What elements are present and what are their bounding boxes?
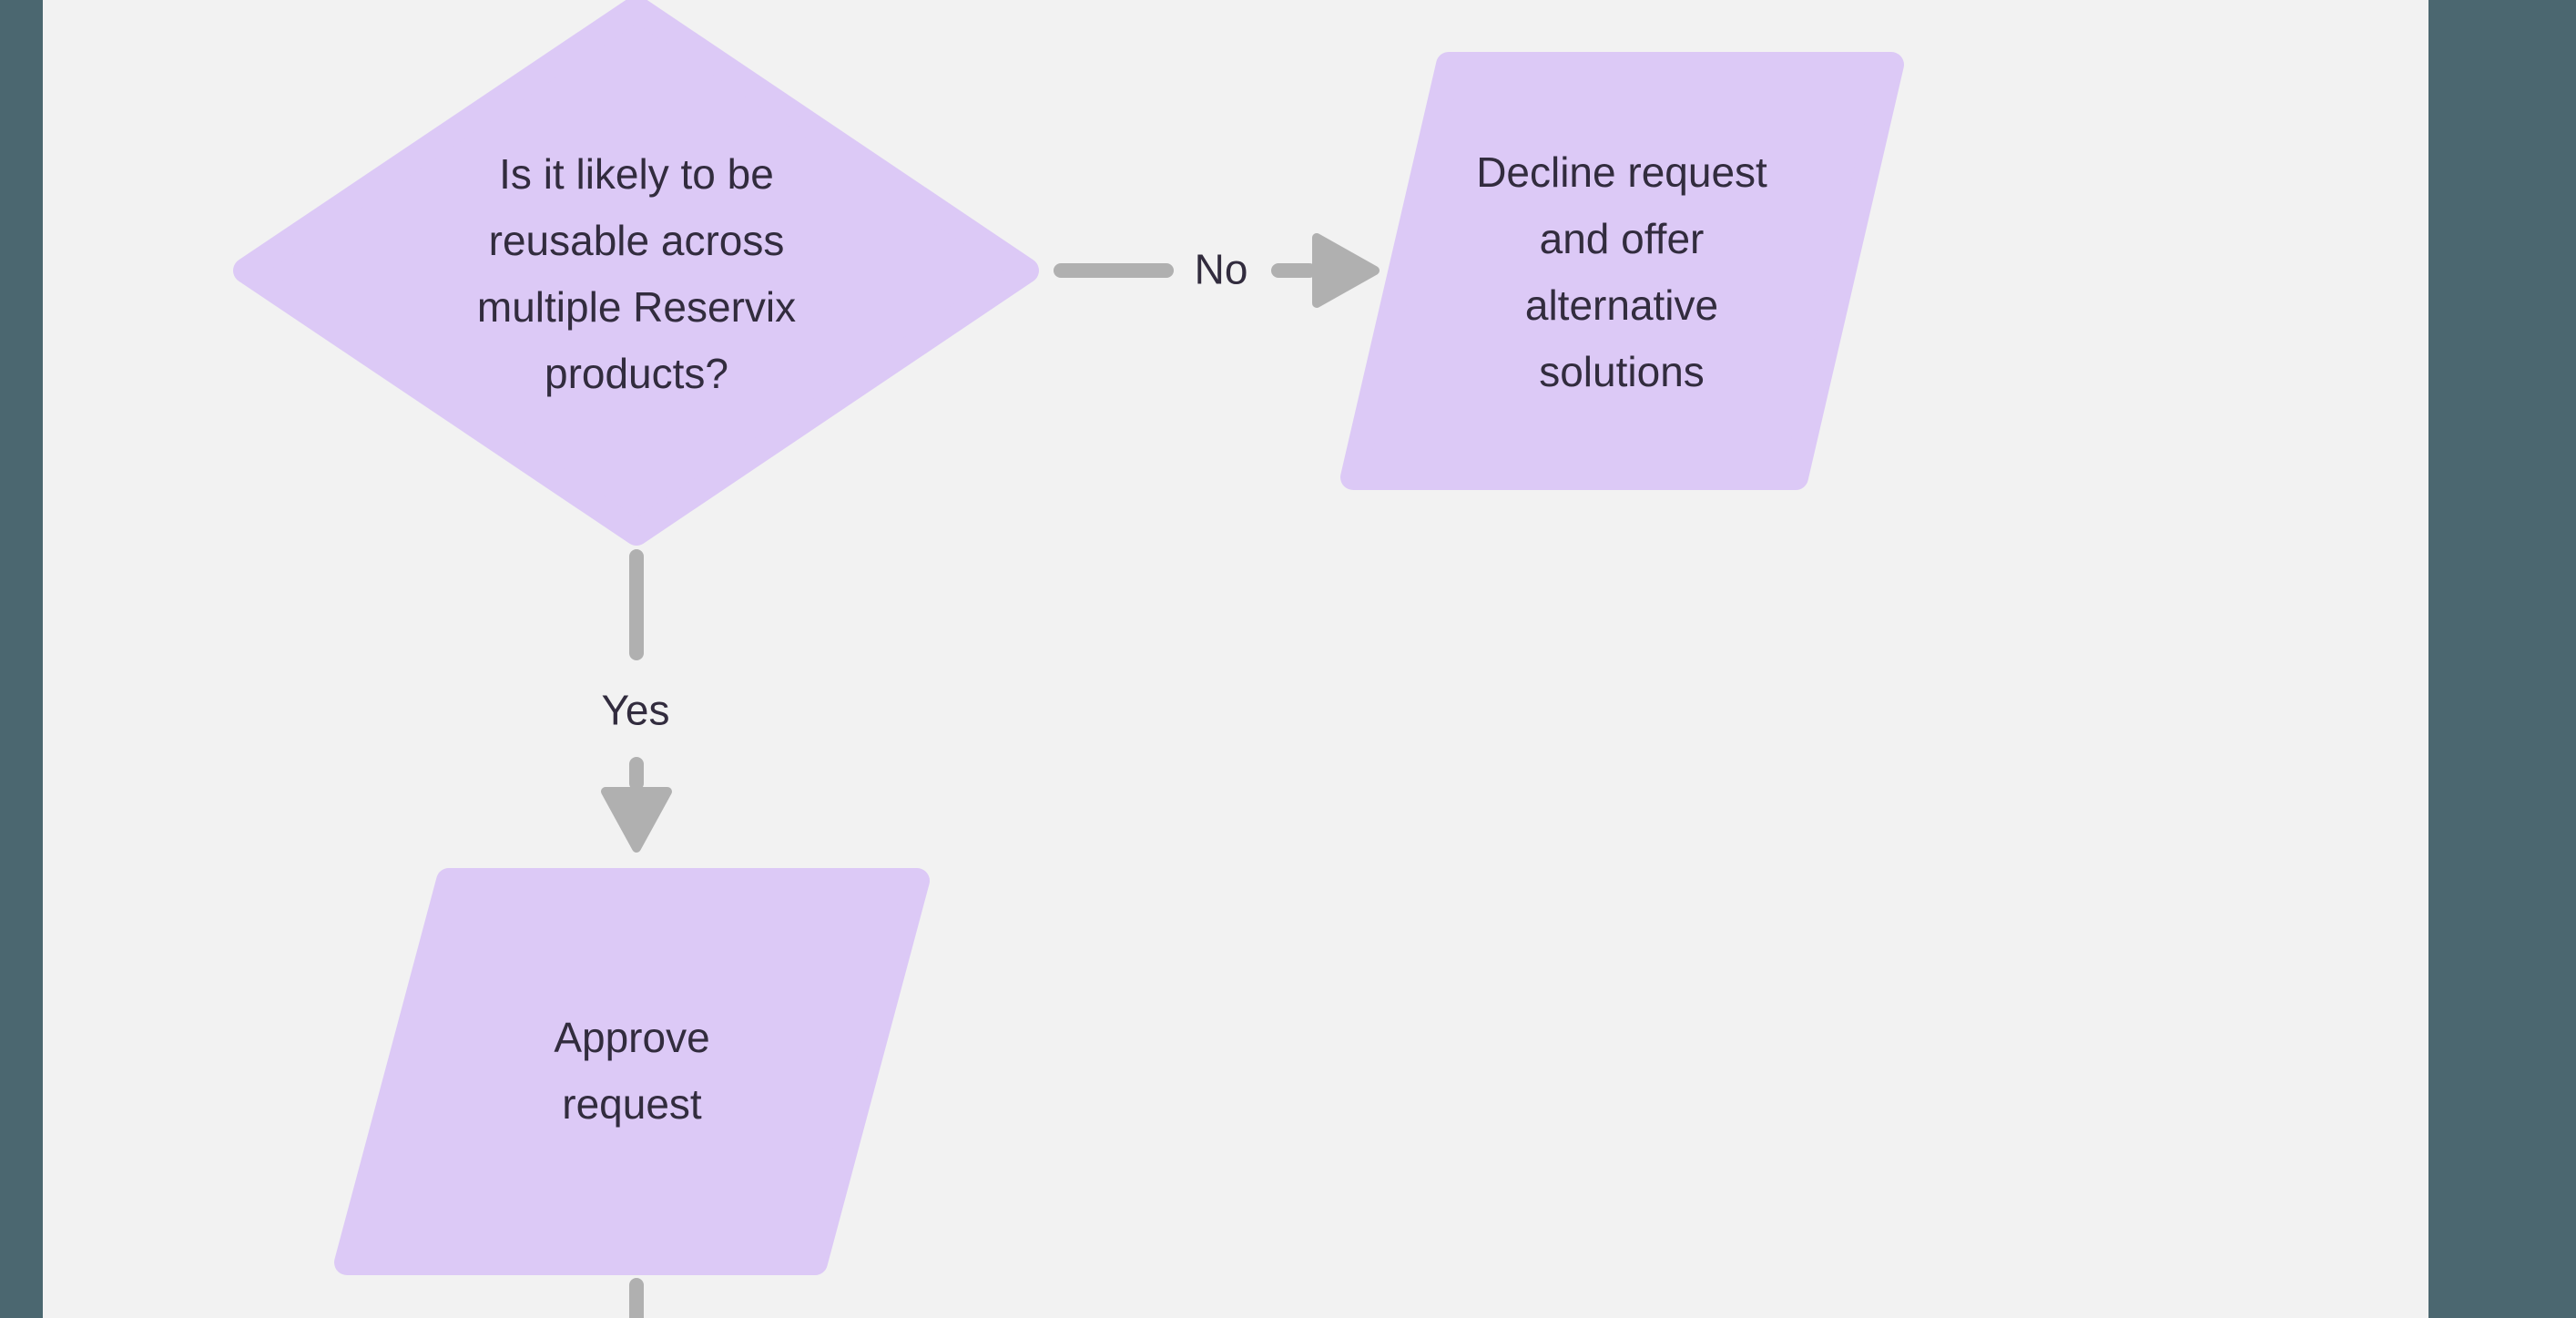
left-edge-bar <box>0 0 43 1318</box>
yes-edge-label: Yes <box>601 686 670 734</box>
no-edge-label: No <box>1194 245 1248 293</box>
no-connector <box>1054 233 1380 308</box>
approve-node-label: Approve request <box>554 1014 710 1128</box>
right-edge-bar <box>2428 0 2576 1318</box>
decision-node-label: Is it likely to be reusable across multi… <box>476 150 797 397</box>
yes-arrowhead-icon <box>601 787 672 853</box>
decision-diamond-shape <box>233 0 1039 546</box>
yes-connector <box>601 549 672 853</box>
no-arrowhead-icon <box>1312 233 1380 308</box>
decline-node-label: Decline request and offer alternative so… <box>1476 148 1767 395</box>
approve-parallelogram-shape <box>334 868 930 1275</box>
decline-parallelogram-shape <box>1340 52 1904 490</box>
